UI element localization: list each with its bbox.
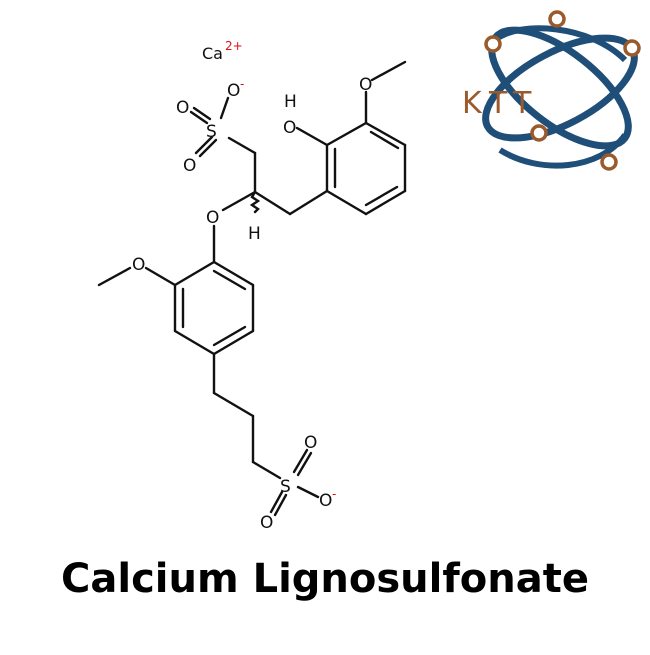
atom-labels: O - O S O H O O O H O O S O - O: [132, 75, 372, 533]
calcium-ion: Ca: [202, 44, 223, 63]
logo-orbit-3: [493, 25, 628, 63]
logo-letter-k: K: [462, 86, 483, 121]
logo-node: [548, 10, 566, 28]
logo-node: [484, 35, 502, 53]
atom-o-sulfonate2-a: O: [304, 433, 317, 453]
logo-node: [623, 39, 641, 57]
atom-o-sulfonate2-b: O: [260, 513, 273, 533]
calcium-charge: 2+: [225, 39, 243, 53]
atom-h-hydroxyl: H: [284, 92, 297, 112]
atom-o-ether: O: [206, 208, 219, 228]
atom-o-methoxy2: O: [132, 255, 145, 275]
atom-s1: S: [206, 122, 217, 142]
atom-h-stereo: H: [248, 224, 261, 244]
atom-o-sulfonate2-minus: O: [319, 491, 332, 511]
logo-node: [530, 124, 548, 142]
logo-letter-t2: T: [512, 86, 532, 121]
logo-letter-t1: T: [488, 86, 508, 121]
logo-node: [600, 153, 618, 171]
bond-lines: [97, 60, 407, 517]
atom-o-sulfonate1-a: O: [176, 98, 189, 118]
minus-sign: -: [240, 77, 244, 91]
atom-o-methoxy1: O: [359, 75, 372, 95]
atom-o-hydroxyl: O: [283, 118, 296, 138]
ktt-logo: K T T: [462, 10, 641, 171]
atom-s2: S: [280, 477, 291, 497]
atom-o-sulfonate1-minus: O: [227, 81, 240, 101]
minus-sign: -: [332, 487, 336, 501]
compound-name-caption: Calcium Lignosulfonate: [61, 556, 589, 602]
atom-o-sulfonate1-b: O: [183, 156, 196, 176]
logo-orbit-4: [498, 133, 628, 169]
